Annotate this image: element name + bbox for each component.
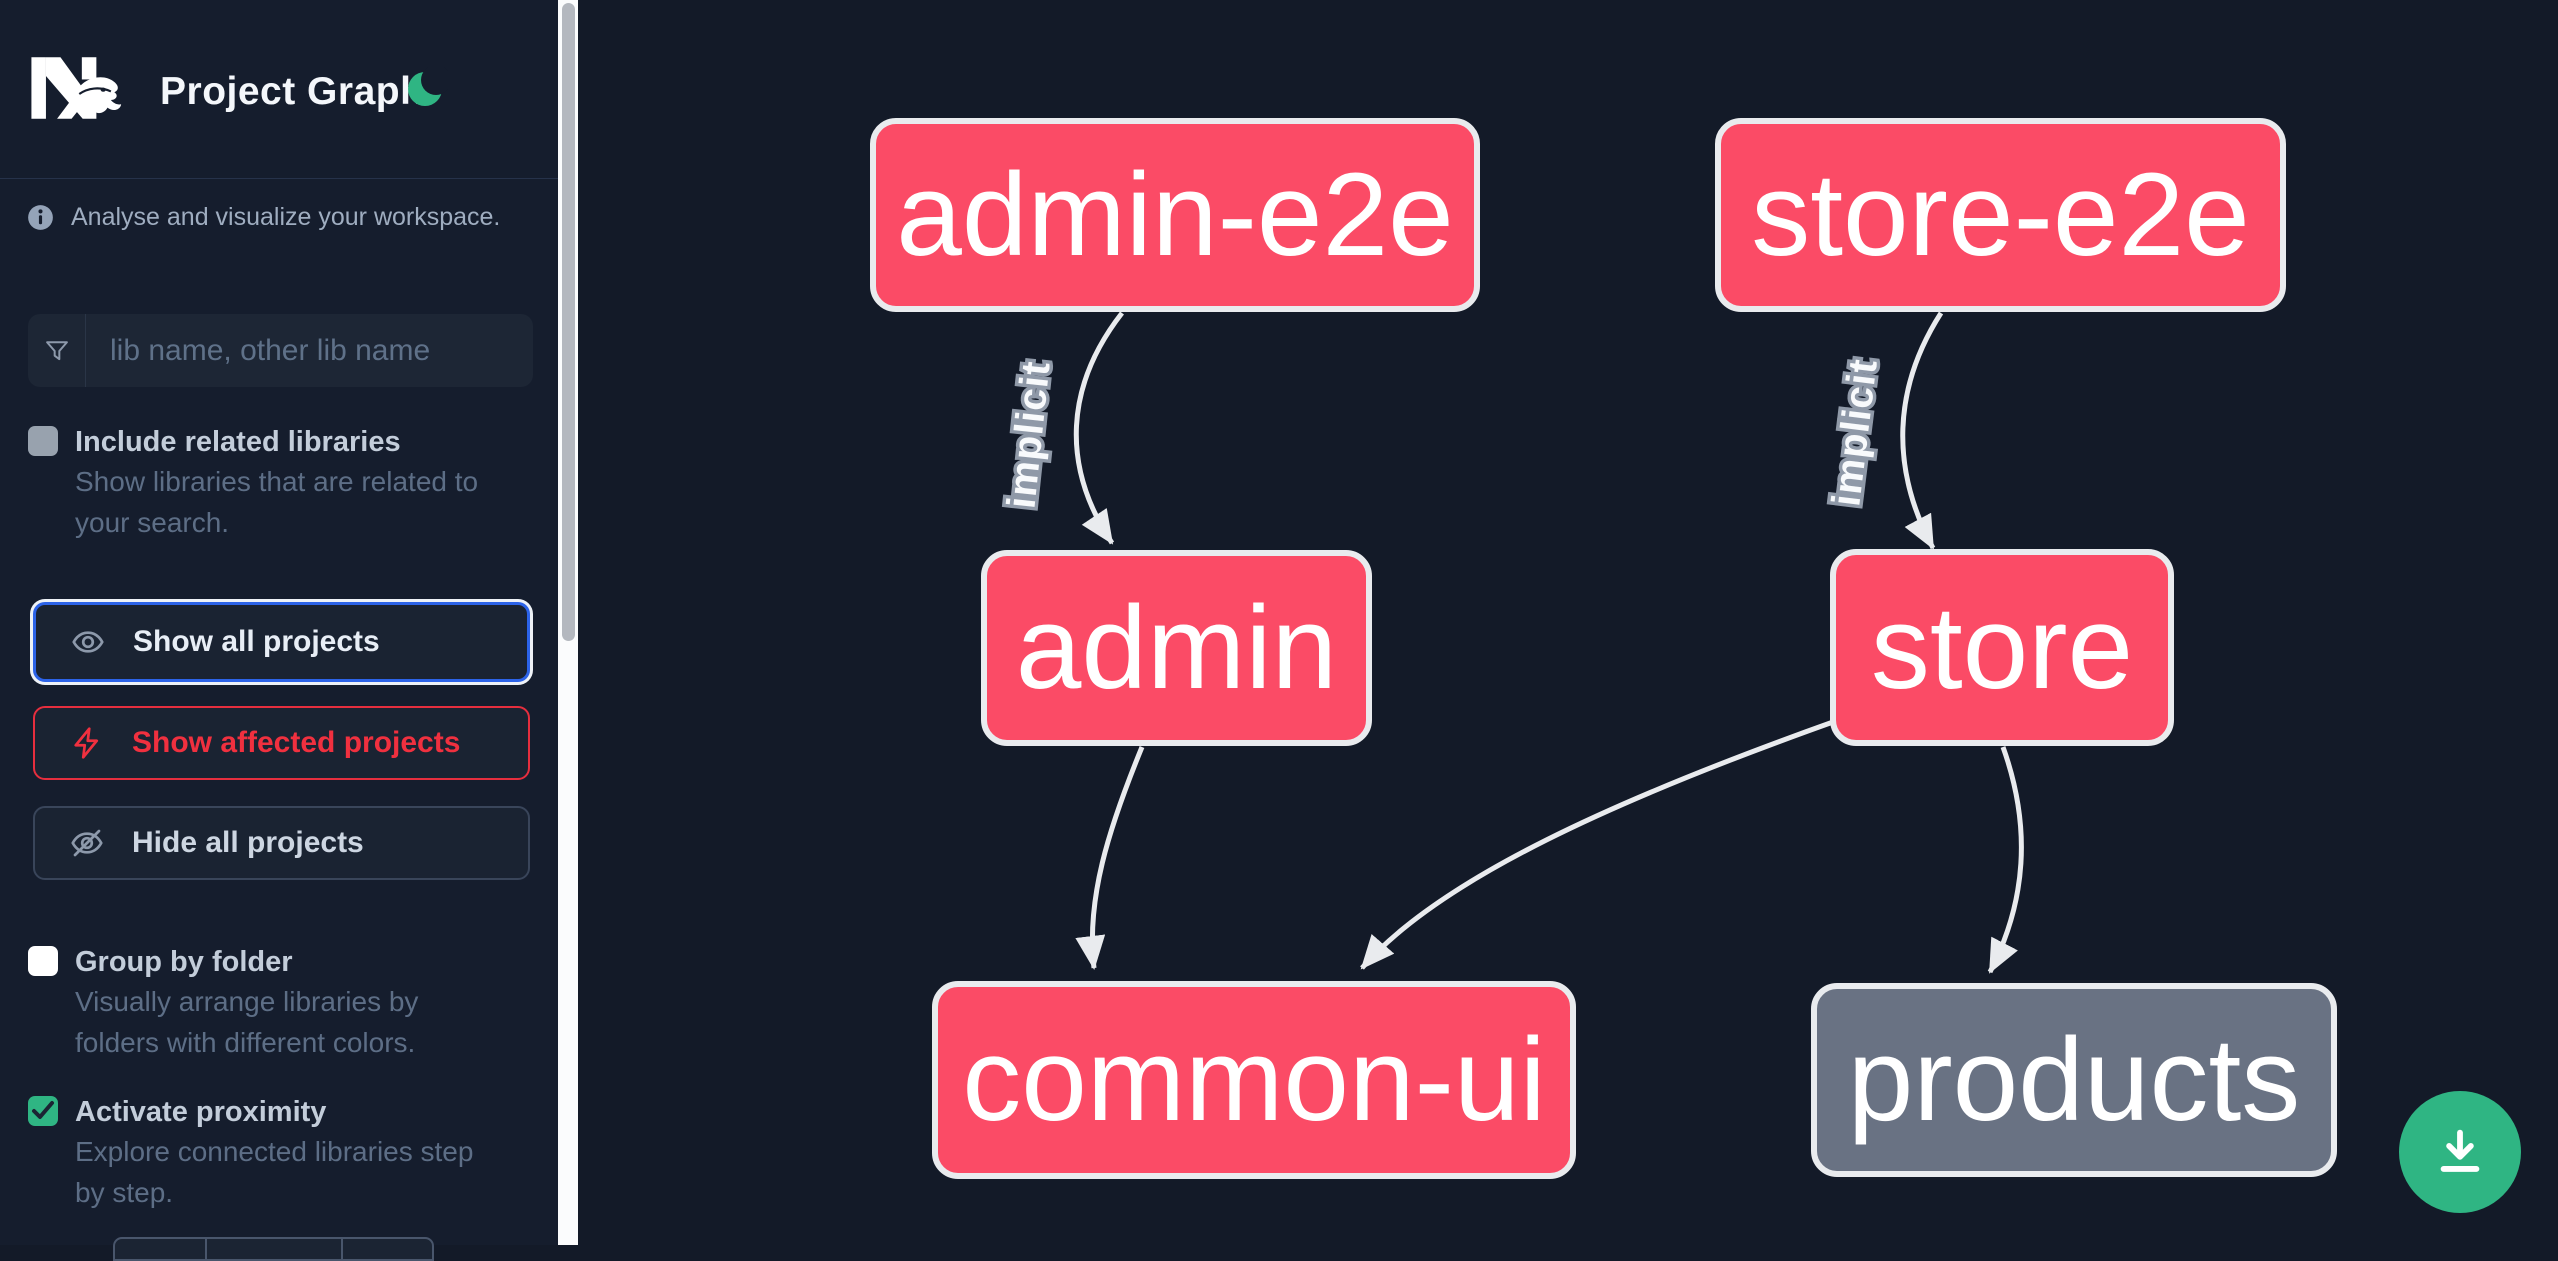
graph-node-store[interactable]: store xyxy=(1830,549,2174,746)
edge-store-common-ui xyxy=(1360,719,1834,970)
download-image-button[interactable] xyxy=(2399,1091,2521,1213)
option-description: Show libraries that are related to xyxy=(75,466,479,497)
option-description: by step. xyxy=(75,1177,174,1208)
option-label: Activate proximity xyxy=(75,1096,327,1128)
graph-node-admin[interactable]: admin xyxy=(981,550,1372,746)
group-by-folder-option: Group by folder Visually arrange librari… xyxy=(28,944,536,1063)
button-label: Show affected projects xyxy=(132,726,461,759)
edge-admin-e2e-admin xyxy=(1073,311,1124,545)
include-related-checkbox[interactable] xyxy=(28,426,58,456)
info-icon xyxy=(27,204,54,231)
option-description: Visually arrange libraries by xyxy=(75,986,419,1017)
eye-off-icon xyxy=(69,825,105,861)
group-by-folder-checkbox[interactable] xyxy=(28,946,58,976)
funnel-icon xyxy=(28,314,86,387)
activate-proximity-option: Activate proximity Explore connected lib… xyxy=(28,1094,536,1213)
graph-node-admin-e2e[interactable]: admin-e2e xyxy=(870,118,1480,312)
sidebar-scrollbar-thumb[interactable] xyxy=(562,3,575,641)
bolt-icon xyxy=(69,725,105,761)
option-description: your search. xyxy=(75,507,230,538)
moon-icon xyxy=(406,67,450,109)
app-title: Project Graph xyxy=(160,70,425,113)
option-description: folders with different colors. xyxy=(75,1027,416,1058)
display-options-segmented-control xyxy=(113,1237,434,1261)
edge-store-e2e-store xyxy=(1900,311,1944,550)
download-icon xyxy=(2431,1123,2489,1181)
edge-store-products xyxy=(1987,746,2024,974)
hide-all-projects-button[interactable]: Hide all projects xyxy=(33,806,530,880)
graph-node-products[interactable]: products xyxy=(1811,983,2337,1177)
edge-admin-common-ui xyxy=(1075,746,1145,970)
edge-label-implicit: implicit xyxy=(1824,356,1886,508)
filter-search-box xyxy=(28,314,533,387)
nx-logo-icon xyxy=(28,53,122,128)
segment-button[interactable] xyxy=(341,1237,434,1261)
sidebar-header: Project Graph xyxy=(0,0,558,179)
eye-icon xyxy=(70,624,106,660)
option-label: Group by folder xyxy=(75,946,293,978)
show-all-projects-button[interactable]: Show all projects xyxy=(33,602,530,682)
include-related-option: Include related libraries Show libraries… xyxy=(28,424,536,543)
sidebar: Project Graph Analyse and visualize your… xyxy=(0,0,558,1261)
show-affected-projects-button[interactable]: Show affected projects xyxy=(33,706,530,780)
option-label: Include related libraries xyxy=(75,426,401,458)
theme-toggle-button[interactable] xyxy=(406,66,450,110)
graph-node-store-e2e[interactable]: store-e2e xyxy=(1715,118,2286,312)
option-description: Explore connected libraries step xyxy=(75,1136,474,1167)
segment-button[interactable] xyxy=(113,1237,207,1261)
edge-label-implicit: implicit xyxy=(999,359,1058,511)
workspace-tagline-row: Analyse and visualize your workspace. xyxy=(27,203,500,232)
button-label: Show all projects xyxy=(133,625,380,658)
graph-node-common-ui[interactable]: common-ui xyxy=(932,981,1576,1179)
workspace-tagline: Analyse and visualize your workspace. xyxy=(71,203,501,231)
button-label: Hide all projects xyxy=(132,826,364,859)
filter-search-input[interactable] xyxy=(86,314,533,387)
activate-proximity-checkbox[interactable] xyxy=(28,1096,58,1126)
segment-button[interactable] xyxy=(205,1237,343,1261)
